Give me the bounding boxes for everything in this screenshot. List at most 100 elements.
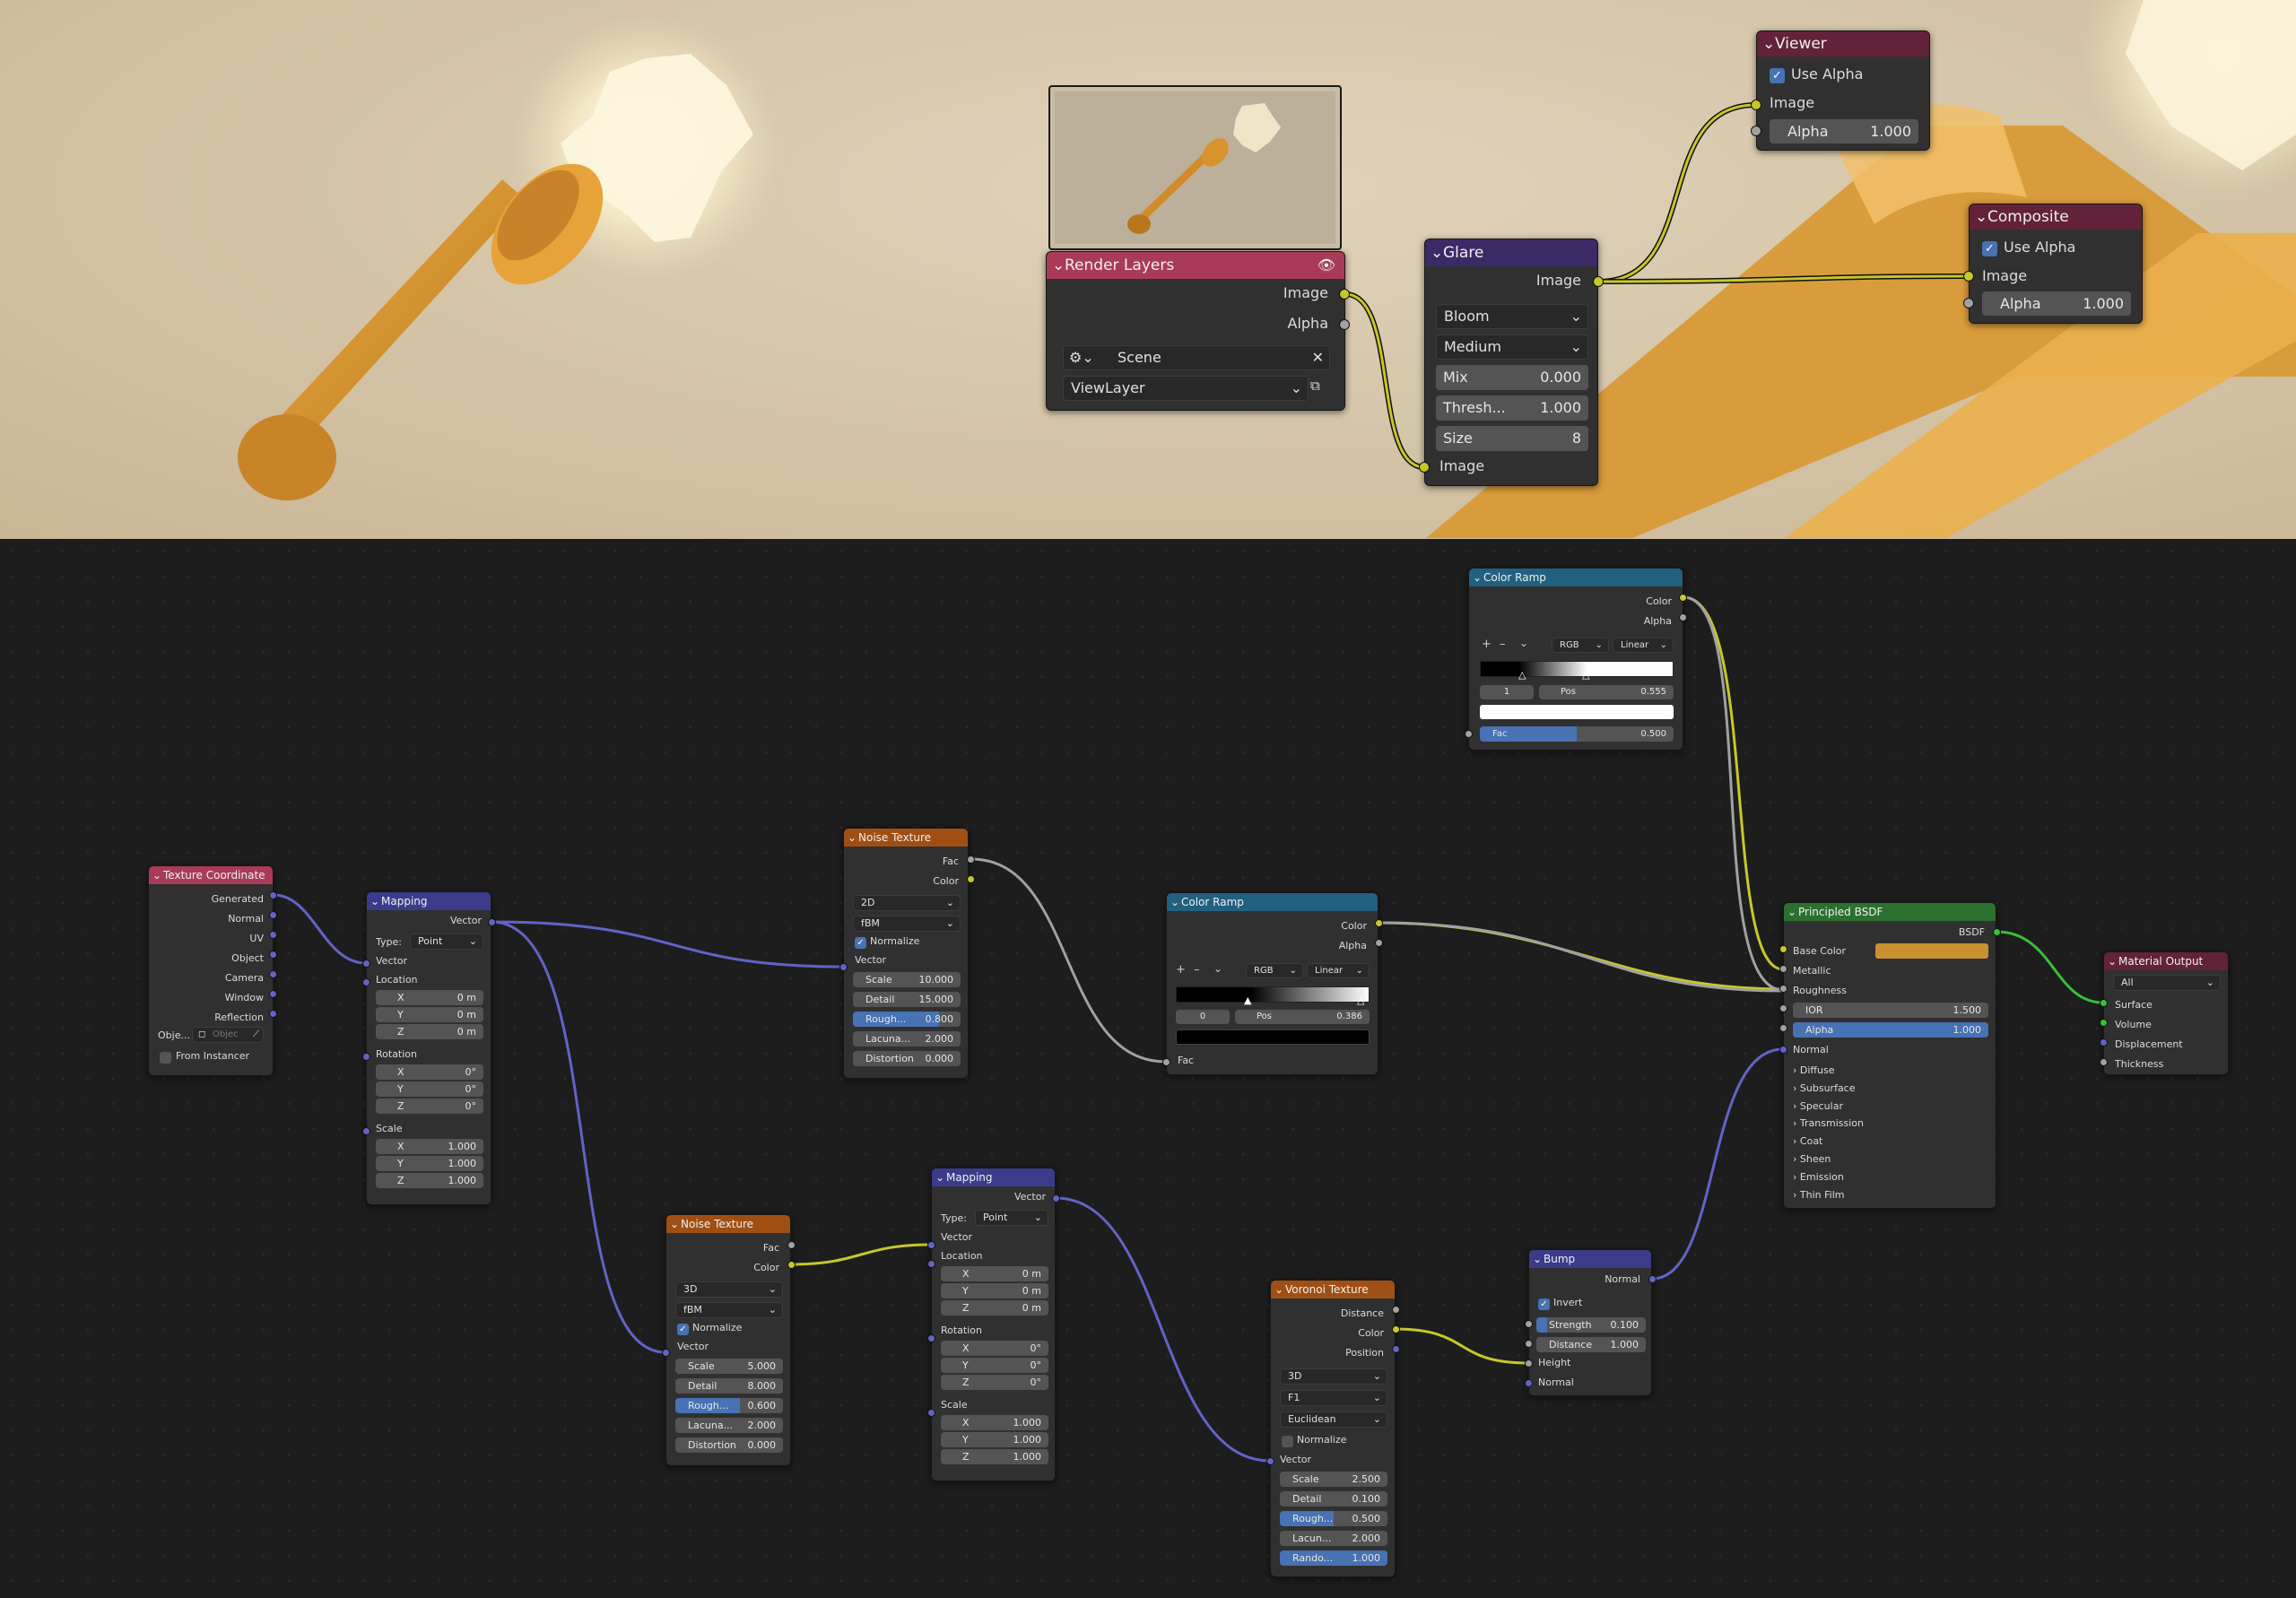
object-picker[interactable]: ◻Objec⟋ xyxy=(192,1027,264,1043)
add-stop-button[interactable]: + xyxy=(1482,638,1492,651)
randomness-field[interactable]: Rando...1.000 xyxy=(1280,1550,1387,1566)
collapse-chevron-icon[interactable]: ⌄ xyxy=(1533,1253,1543,1265)
basis-dropdown[interactable]: fBM⌄ xyxy=(675,1302,783,1318)
socket-mapping2-location[interactable] xyxy=(927,1260,935,1268)
socket-viewer-image[interactable] xyxy=(1751,100,1761,110)
dimensions-dropdown[interactable]: 3D⌄ xyxy=(1280,1368,1387,1385)
collapse-chevron-icon[interactable]: ⌄ xyxy=(1787,906,1797,918)
interpolation-dropdown[interactable]: Linear⌄ xyxy=(1307,963,1370,978)
node-header[interactable]: ⌄Principled BSDF xyxy=(1784,903,1996,921)
invert-checkbox[interactable]: ✓ xyxy=(1538,1298,1550,1310)
socket-noise2-color[interactable] xyxy=(787,1261,796,1269)
dimensions-dropdown[interactable]: 2D⌄ xyxy=(853,895,961,911)
remove-stop-button[interactable]: – xyxy=(1500,638,1506,651)
socket-bsdf-metallic[interactable] xyxy=(1779,965,1787,973)
shader-editor[interactable]: ⌄Texture Coordinate Generated Normal UV … xyxy=(0,539,2296,1598)
interpolation-dropdown[interactable]: Linear⌄ xyxy=(1613,638,1674,653)
ramp-stop-marker-icon[interactable]: △ xyxy=(1582,669,1590,681)
normalize-checkbox[interactable] xyxy=(1282,1436,1293,1447)
node-header[interactable]: ⌄ Viewer xyxy=(1757,31,1929,56)
socket-bump-normal[interactable] xyxy=(1525,1379,1533,1387)
socket-ramp2-color[interactable] xyxy=(1375,919,1383,927)
node-header[interactable]: ⌄ Render Layers 👁 xyxy=(1047,252,1344,279)
socket-ramp2-fac[interactable] xyxy=(1162,1058,1170,1066)
socket-bsdf-alpha[interactable] xyxy=(1779,1024,1787,1032)
socket-voronoi-color[interactable] xyxy=(1392,1325,1400,1333)
socket-noise1-vector[interactable] xyxy=(839,963,848,971)
node-header[interactable]: ⌄ Glare xyxy=(1425,239,1597,266)
socket-composite-alpha[interactable] xyxy=(1963,298,1974,308)
glare-quality-dropdown[interactable]: Medium⌄ xyxy=(1436,334,1588,360)
collapse-chevron-icon[interactable]: ⌄ xyxy=(2108,955,2118,968)
use-alpha-checkbox[interactable]: ✓ xyxy=(1982,241,1997,256)
node-header[interactable]: ⌄Noise Texture xyxy=(844,829,968,847)
color-ramp-gradient[interactable] xyxy=(1176,986,1370,1003)
panel-thin-film[interactable]: › Thin Film xyxy=(1793,1186,1864,1204)
socket-bump-distance[interactable] xyxy=(1525,1340,1533,1348)
render-layers-node[interactable]: ⌄ Render Layers 👁 Image Alpha ⚙⌄ Scene ✕… xyxy=(1046,251,1345,411)
socket-mapping1-rotation[interactable] xyxy=(362,1053,370,1061)
stop-color-swatch[interactable] xyxy=(1480,705,1674,719)
socket-render-alpha[interactable] xyxy=(1339,319,1350,330)
node-header[interactable]: ⌄Mapping xyxy=(932,1168,1055,1186)
collapse-chevron-icon[interactable]: ⌄ xyxy=(1762,35,1776,53)
active-stop-index[interactable]: 0 xyxy=(1176,1010,1230,1024)
lacunarity-field[interactable]: Lacuna...2.000 xyxy=(853,1031,961,1047)
socket-mapping1-location[interactable] xyxy=(362,978,370,986)
chevron-down-icon[interactable]: ⌄ xyxy=(1519,637,1529,649)
socket-noise1-color[interactable] xyxy=(967,875,975,883)
principled-bsdf-node[interactable]: ⌄Principled BSDF BSDF Base Color Metalli… xyxy=(1783,902,1996,1209)
socket-texcoord-window[interactable] xyxy=(269,990,277,998)
node-header[interactable]: ⌄Voronoi Texture xyxy=(1271,1281,1395,1298)
collapse-chevron-icon[interactable]: ⌄ xyxy=(370,895,380,908)
use-alpha-checkbox[interactable]: ✓ xyxy=(1770,68,1785,83)
socket-ramp2-alpha[interactable] xyxy=(1375,939,1383,947)
collapse-chevron-icon[interactable]: ⌄ xyxy=(152,869,162,882)
collapse-chevron-icon[interactable]: ⌄ xyxy=(1975,208,1988,226)
socket-texcoord-generated[interactable] xyxy=(269,891,277,899)
roughness-field[interactable]: Rough...0.600 xyxy=(675,1398,783,1413)
socket-ramp1-alpha[interactable] xyxy=(1679,613,1687,621)
socket-bump-out[interactable] xyxy=(1648,1275,1657,1283)
chevron-down-icon[interactable]: ⌄ xyxy=(1213,962,1223,975)
socket-ramp1-color[interactable] xyxy=(1679,594,1687,602)
socket-noise1-fac[interactable] xyxy=(967,855,975,864)
mapping-node-1[interactable]: ⌄Mapping Vector Type: Point⌄ Vector Loca… xyxy=(366,891,491,1205)
view-layer-dropdown[interactable]: ViewLayer ⌄ xyxy=(1063,376,1309,401)
node-header[interactable]: ⌄Color Ramp xyxy=(1469,569,1683,586)
collapse-chevron-icon[interactable]: ⌄ xyxy=(1431,244,1444,262)
roughness-field[interactable]: Rough...0.500 xyxy=(1280,1511,1387,1526)
normalize-checkbox[interactable]: ✓ xyxy=(855,937,866,949)
node-header[interactable]: ⌄Noise Texture xyxy=(666,1215,790,1233)
feature-dropdown[interactable]: F1⌄ xyxy=(1280,1390,1387,1406)
socket-mapping2-scale[interactable] xyxy=(927,1409,935,1417)
scene-selector[interactable]: ⚙⌄ Scene ✕ xyxy=(1063,345,1330,370)
node-header[interactable]: ⌄Mapping xyxy=(367,892,491,910)
stop-color-swatch[interactable] xyxy=(1176,1029,1370,1045)
from-instancer-checkbox[interactable] xyxy=(160,1052,171,1064)
panel-emission[interactable]: › Emission xyxy=(1793,1168,1864,1186)
socket-bump-height[interactable] xyxy=(1525,1359,1533,1368)
